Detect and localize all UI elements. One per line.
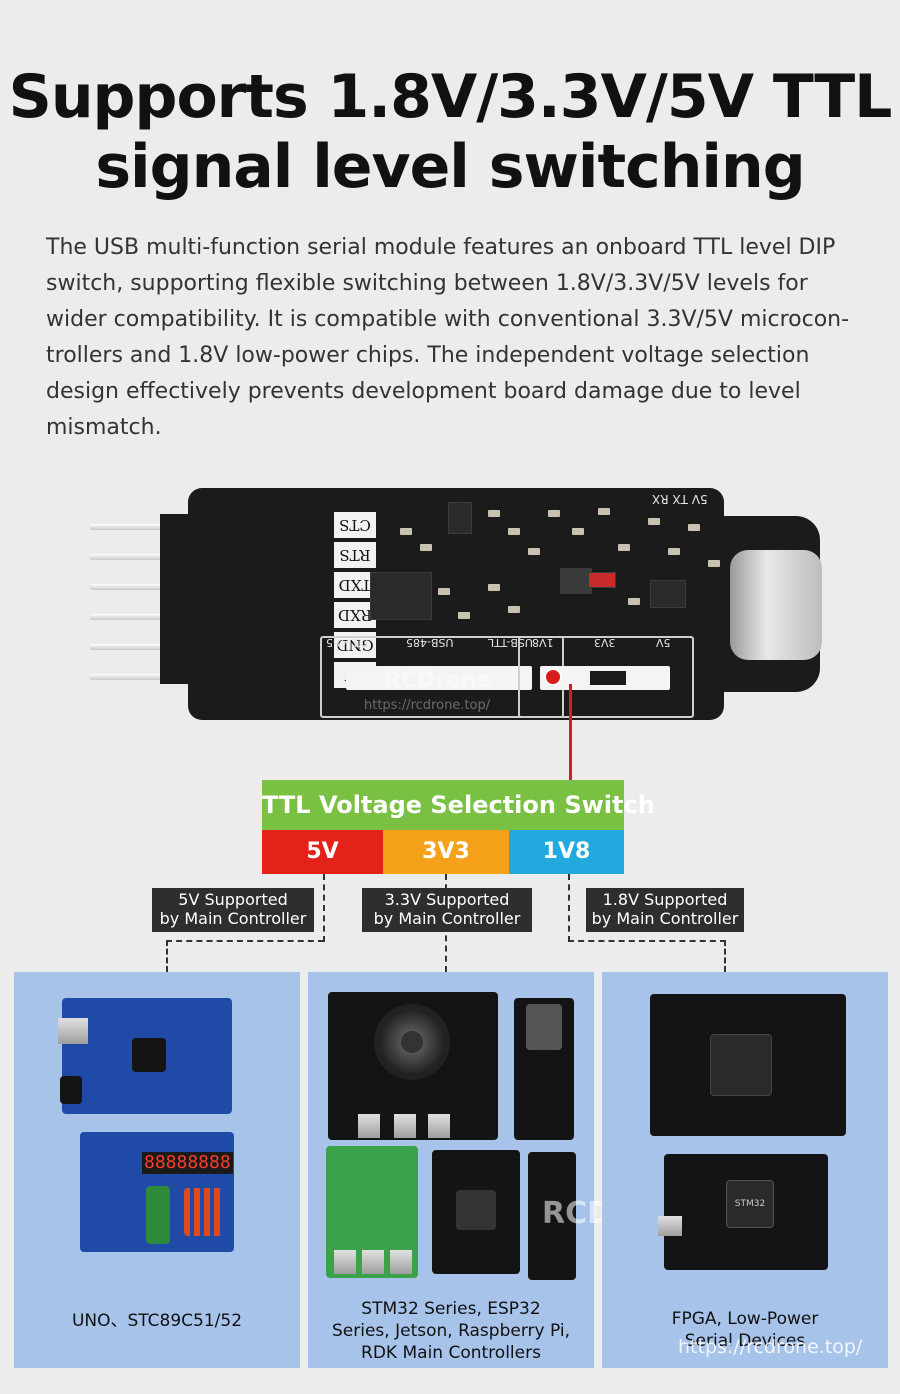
description-line: The USB multi-function serial module fea… — [46, 235, 836, 260]
stc89c51-board: 88888888 — [80, 1132, 234, 1252]
panel-label: STM32 Series, ESP32 Series, Jetson, Rasp… — [308, 1298, 594, 1364]
description-line: trollers and 1.8V low-power chips. The i… — [46, 343, 810, 368]
connector-line — [166, 940, 324, 942]
pcb: CTS RTS TXD RXD GND 5V 5V TX RX — [188, 488, 724, 720]
support-line: by Main Controller — [159, 909, 307, 928]
usb-c-connector — [730, 550, 822, 660]
segment-display: 88888888 — [142, 1152, 233, 1174]
fpga-board — [650, 994, 846, 1136]
ic-chip — [650, 580, 686, 608]
jetson-board — [328, 992, 498, 1140]
top-silk-label: 5V TX RX — [652, 492, 708, 506]
support-line: by Main Controller — [373, 909, 521, 928]
panel-3v3-devices: RCDrone STM32 Series, ESP32 Series, Jets… — [308, 972, 689, 1368]
selector-title: TTL Voltage Selection Switch — [262, 780, 655, 830]
support-line: 1.8V Supported — [602, 890, 728, 909]
pin-label-cts: CTS — [334, 512, 376, 538]
voltage-switch: 1V8 3V3 5V — [518, 636, 694, 718]
description-line: mismatch. — [46, 415, 162, 440]
description: The USB multi-function serial module fea… — [46, 230, 864, 446]
option-5v: 5V — [262, 830, 383, 874]
support-line: 5V Supported — [178, 890, 288, 909]
header-pins — [90, 522, 190, 682]
connector-line — [568, 940, 726, 942]
panel-label: UNO、STC89C51/52 — [14, 1310, 300, 1332]
arduino-uno-board — [58, 998, 232, 1114]
description-line: design effectively prevents development … — [46, 379, 801, 404]
usb-serial-module-board: CTS RTS TXD RXD GND 5V 5V TX RX — [90, 488, 830, 720]
connector-line — [323, 874, 325, 942]
watermark-url: https://rcdrone.top/ — [678, 1336, 863, 1358]
support-line: by Main Controller — [591, 909, 739, 928]
switch-knob — [590, 671, 626, 685]
stm32-board — [528, 1152, 576, 1280]
title-line-1: Supports 1.8V/3.3V/5V TTL — [8, 62, 893, 132]
panel-label-line: RDK Main Controllers — [361, 1343, 541, 1363]
mode-label: USB-485 — [406, 636, 454, 649]
raspberry-pi-board — [326, 1146, 418, 1278]
option-1v8: 1V8 — [509, 830, 624, 874]
led-component — [588, 572, 616, 588]
stm32-chip: STM32 — [726, 1180, 774, 1228]
ic-chip — [448, 502, 472, 534]
support-label-5v: 5V Supported by Main Controller — [152, 888, 314, 932]
description-line: switch, supporting flexible switching be… — [46, 271, 808, 296]
panel-label-line: STM32 Series, ESP32 — [361, 1299, 541, 1319]
watermark-url: https://rcdrone.top/ — [364, 698, 491, 713]
switch-slot — [346, 666, 532, 690]
panel-5v-devices: 88888888 UNO、STC89C51/52 — [14, 972, 300, 1368]
panel-label-line: Serial Devices — [684, 1331, 806, 1351]
panel-label-line: Series, Jetson, Raspberry Pi, — [332, 1321, 570, 1341]
ic-chip — [370, 572, 432, 620]
voltage-label: 3V3 — [594, 636, 616, 649]
pin-label-rts: RTS — [334, 542, 376, 568]
fan-icon — [374, 1004, 450, 1080]
page-title: Supports 1.8V/3.3V/5V TTL signal level s… — [0, 62, 900, 202]
mode-label: TTL-485 — [326, 636, 371, 649]
connector-line — [724, 940, 726, 972]
rdk-board — [432, 1150, 520, 1274]
connector-line — [166, 940, 168, 972]
panel-label: FPGA, Low-Power Serial Devices — [602, 1308, 888, 1352]
pointer-dot — [544, 668, 562, 686]
support-line: 3.3V Supported — [384, 890, 510, 909]
pin-header — [160, 514, 190, 684]
panel-label-line: FPGA, Low-Power — [671, 1309, 819, 1329]
esp32-board — [514, 998, 574, 1140]
title-line-2: signal level switching — [95, 132, 805, 202]
panel-1v8-devices: STM32 FPGA, Low-Power Serial Devices htt… — [602, 972, 888, 1368]
pointer-line — [569, 684, 572, 780]
option-3v3: 3V3 — [383, 830, 509, 874]
voltage-label: 1V8 — [532, 636, 554, 649]
support-label-1v8: 1.8V Supported by Main Controller — [586, 888, 744, 932]
panel-label-line: UNO、STC89C51/52 — [71, 1311, 243, 1331]
stm32-dev-board: STM32 — [658, 1154, 828, 1270]
connector-line — [568, 874, 570, 942]
watermark: RCDrone — [384, 668, 492, 693]
voltage-selector-legend: TTL Voltage Selection Switch 5V 3V3 1V8 — [262, 780, 655, 874]
description-line: wider compatibility. It is compatible wi… — [46, 307, 850, 332]
support-label-3v3: 3.3V Supported by Main Controller — [362, 888, 532, 932]
voltage-label: 5V — [656, 636, 671, 649]
